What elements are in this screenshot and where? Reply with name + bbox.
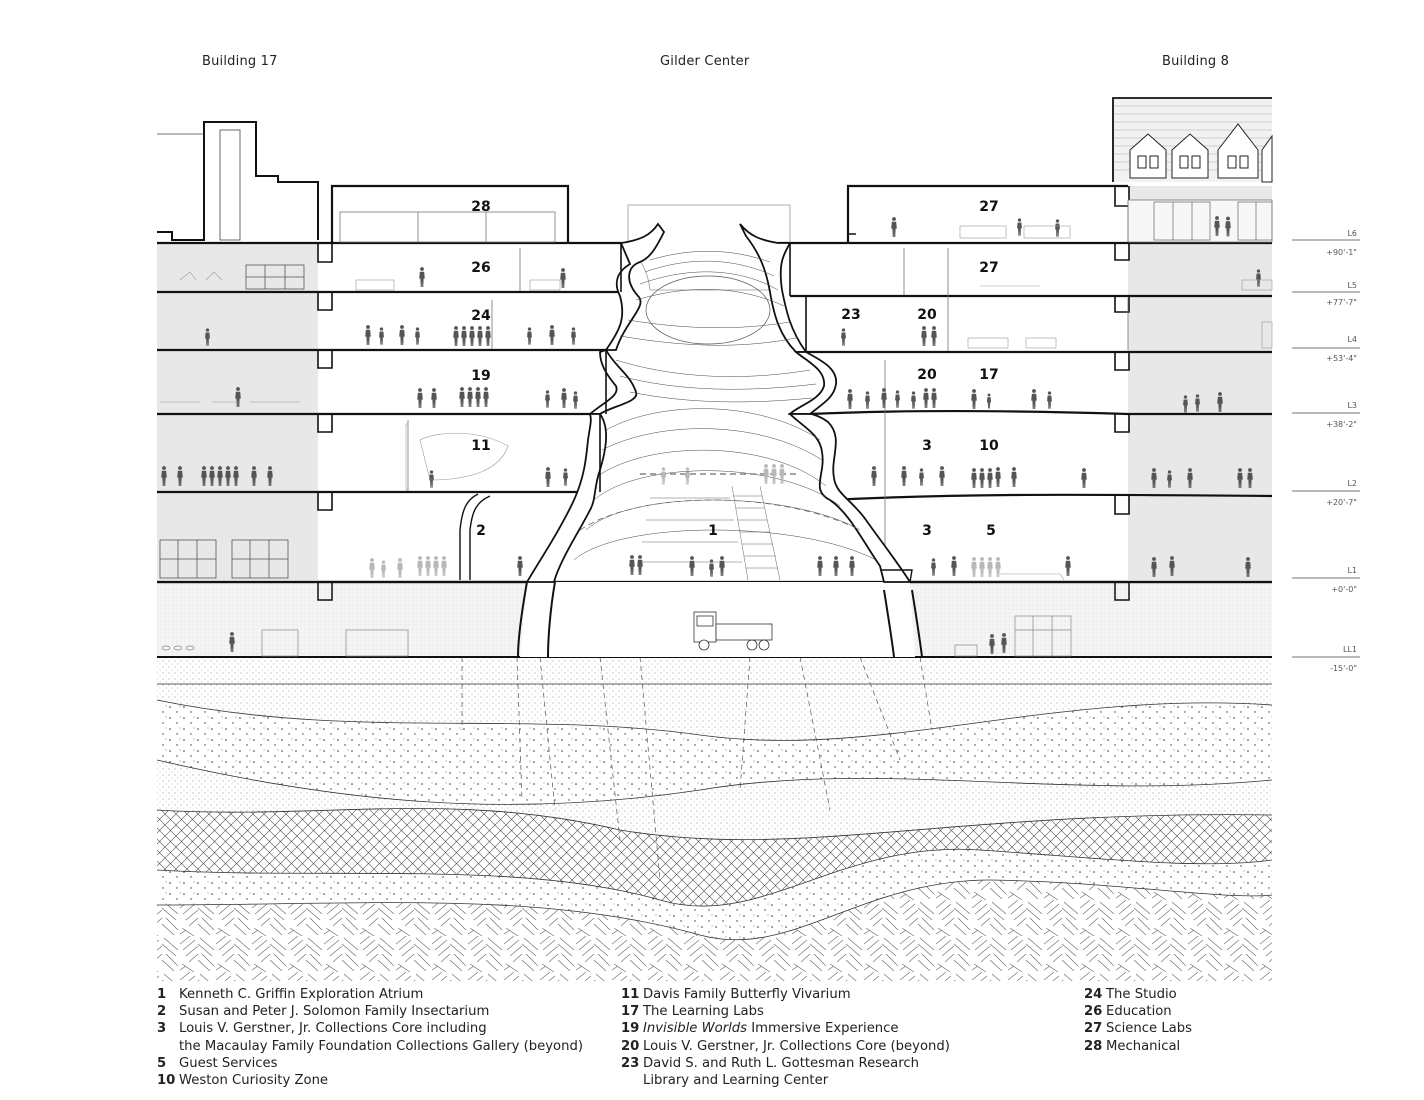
ground-strata bbox=[156, 656, 1273, 981]
atrium-core bbox=[525, 204, 912, 583]
level-labels: L6 +90'-1" L5 +77'-7" L4 +53'-4" L3 +38'… bbox=[1326, 229, 1357, 673]
level-name: L6 bbox=[1347, 229, 1357, 238]
level-elevation: +77'-7" bbox=[1326, 298, 1357, 307]
building-17-label: Building 17 bbox=[202, 54, 278, 69]
level-markers bbox=[1292, 239, 1360, 658]
room-number: 20 bbox=[917, 367, 937, 383]
floor-slabs bbox=[157, 184, 1273, 584]
room-number: 28 bbox=[471, 199, 490, 215]
building-8-roof bbox=[1112, 97, 1273, 183]
level-elevation: -15'-0" bbox=[1330, 664, 1357, 673]
basement-level bbox=[157, 580, 1272, 658]
room-number: 24 bbox=[471, 308, 491, 324]
level-elevation: +38'-2" bbox=[1326, 420, 1357, 429]
level-elevation: +20'-7" bbox=[1326, 498, 1357, 507]
column-joints bbox=[317, 186, 1130, 515]
level-name: L5 bbox=[1347, 281, 1357, 290]
room-number: 17 bbox=[979, 367, 998, 383]
faint-people-figures bbox=[369, 464, 1001, 578]
level-name: L4 bbox=[1347, 335, 1357, 344]
gilder-center-label: Gilder Center bbox=[660, 54, 750, 69]
level-name: LL1 bbox=[1343, 645, 1357, 654]
room-number: 2 bbox=[476, 523, 486, 539]
room-number: 27 bbox=[979, 260, 998, 276]
level-elevation: +53'-4" bbox=[1326, 354, 1357, 363]
level-elevation: +90'-1" bbox=[1326, 248, 1357, 257]
room-number: 3 bbox=[922, 438, 932, 454]
room-number: 5 bbox=[986, 523, 996, 539]
level-name: L3 bbox=[1347, 401, 1357, 410]
truck-illustration bbox=[693, 611, 773, 651]
room-number: 23 bbox=[841, 307, 860, 323]
room-number: 19 bbox=[471, 368, 490, 384]
room-number: 27 bbox=[979, 199, 998, 215]
room-number: 3 bbox=[922, 523, 932, 539]
level-elevation: +0'-0" bbox=[1331, 585, 1357, 594]
room-numbers: 28 27 26 27 24 23 20 19 20 17 11 3 10 2 … bbox=[471, 199, 999, 539]
building-17-section bbox=[157, 121, 1272, 582]
room-number: 10 bbox=[979, 438, 999, 454]
room-number: 1 bbox=[708, 523, 718, 539]
room-number: 26 bbox=[471, 260, 490, 276]
legend-item-continuation: the Macaulay Family Foundation Collectio… bbox=[179, 1038, 583, 1054]
legend-item-continuation: Library and Learning Center bbox=[643, 1073, 829, 1089]
room-number: 20 bbox=[917, 307, 937, 323]
level-name: L1 bbox=[1347, 566, 1357, 575]
building-8-label: Building 8 bbox=[1162, 54, 1230, 69]
level-name: L2 bbox=[1347, 479, 1357, 488]
room-number: 11 bbox=[471, 438, 490, 454]
